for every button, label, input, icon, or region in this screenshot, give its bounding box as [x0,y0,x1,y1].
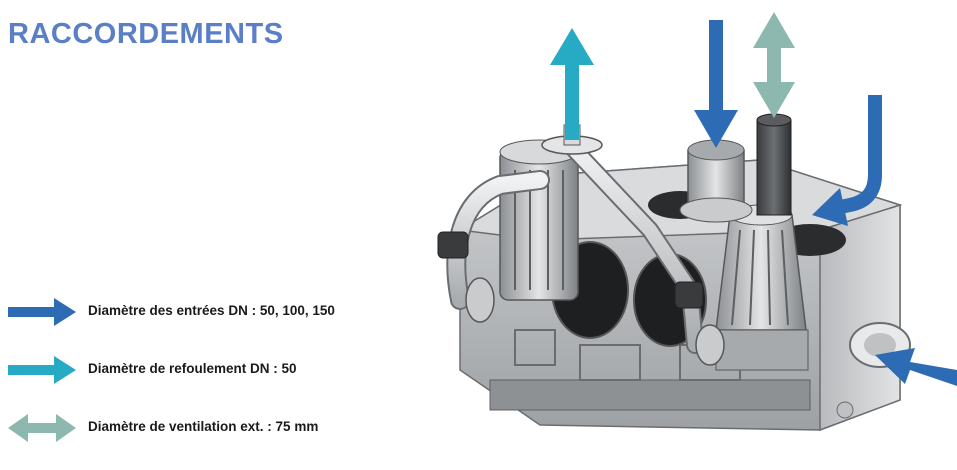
legend: Diamètre des entrées DN : 50, 100, 150 D… [8,296,428,470]
vent-pipe [756,113,792,216]
inlet-arrow-right-icon [812,95,882,226]
legend-item-vent: Diamètre de ventilation ext. : 75 mm [8,412,428,444]
discharge-arrow-icon [550,28,594,140]
page-title: RACCORDEMENTS [8,18,284,50]
pump-motor-left [499,139,579,301]
pump-motor-right [715,204,809,371]
legend-label-discharge: Diamètre de refoulement DN : 50 [88,361,297,376]
legend-label-vent: Diamètre de ventilation ext. : 75 mm [88,419,319,434]
check-valves [437,231,704,309]
legend-item-inlet: Diamètre des entrées DN : 50, 100, 150 [8,296,428,328]
inlet-arrow-top-icon [694,20,738,148]
arrow-right-discharge-icon [8,356,76,384]
discharge-pipework [446,124,725,366]
top-inlet-collar [679,139,753,223]
legend-label-inlet: Diamètre des entrées DN : 50, 100, 150 [88,303,335,318]
lifting-station-illustration [437,12,957,432]
legend-item-discharge: Diamètre de refoulement DN : 50 [8,354,428,386]
inlet-arrow-side-icon [875,348,957,386]
vent-arrow-bidirectional-icon [753,12,795,118]
arrow-bidirectional-vent-icon [8,414,76,442]
arrow-right-inlet-icon [8,298,76,326]
